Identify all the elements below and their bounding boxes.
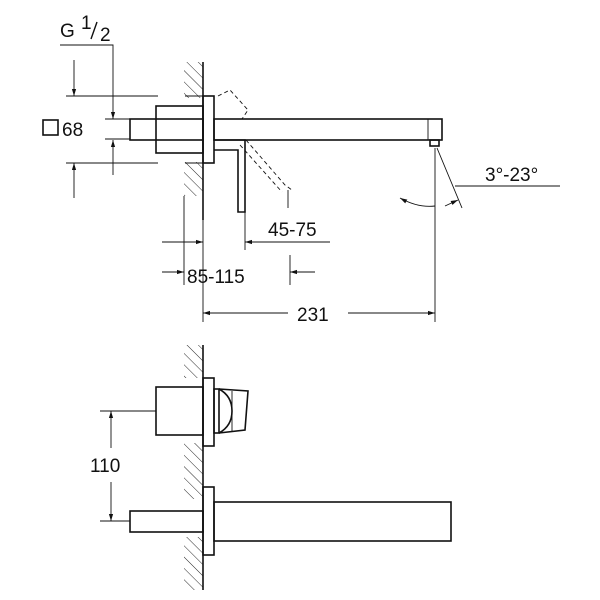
dimension-68: 68 bbox=[42, 60, 158, 198]
wall-depth-label: 85-115 bbox=[187, 267, 245, 288]
fraction-slash bbox=[90, 21, 98, 40]
top-view: 68 G 1 2 45-75 85-115 231 bbox=[42, 13, 560, 326]
thread-label: G bbox=[60, 21, 75, 42]
lever-top bbox=[214, 89, 293, 213]
thread-fraction-num: 1 bbox=[81, 13, 92, 34]
mixer-body-top bbox=[129, 95, 215, 164]
dimension-thread: G 1 2 bbox=[60, 13, 116, 175]
thread-fraction-den: 2 bbox=[100, 25, 111, 46]
center-distance-label: 110 bbox=[90, 456, 120, 477]
dimension-45-75: 45-75 bbox=[162, 212, 330, 250]
dimension-231: 231 bbox=[202, 148, 436, 326]
spout-angle-label: 3°-23° bbox=[485, 165, 538, 186]
dimension-85-115: 85-115 bbox=[162, 196, 315, 288]
square-symbol-icon bbox=[42, 119, 59, 136]
square-size-label: 68 bbox=[62, 120, 83, 141]
spout-top bbox=[213, 118, 443, 147]
spout-front bbox=[129, 486, 452, 556]
dimension-110: 110 bbox=[90, 410, 156, 522]
wall-top bbox=[184, 62, 204, 220]
handle-front bbox=[155, 377, 249, 447]
front-view: 110 bbox=[90, 345, 452, 590]
lever-projection-label: 45-75 bbox=[268, 220, 317, 241]
spout-length-label: 231 bbox=[297, 305, 329, 326]
wall-front bbox=[184, 345, 204, 590]
dimension-angle: 3°-23° bbox=[399, 147, 560, 209]
